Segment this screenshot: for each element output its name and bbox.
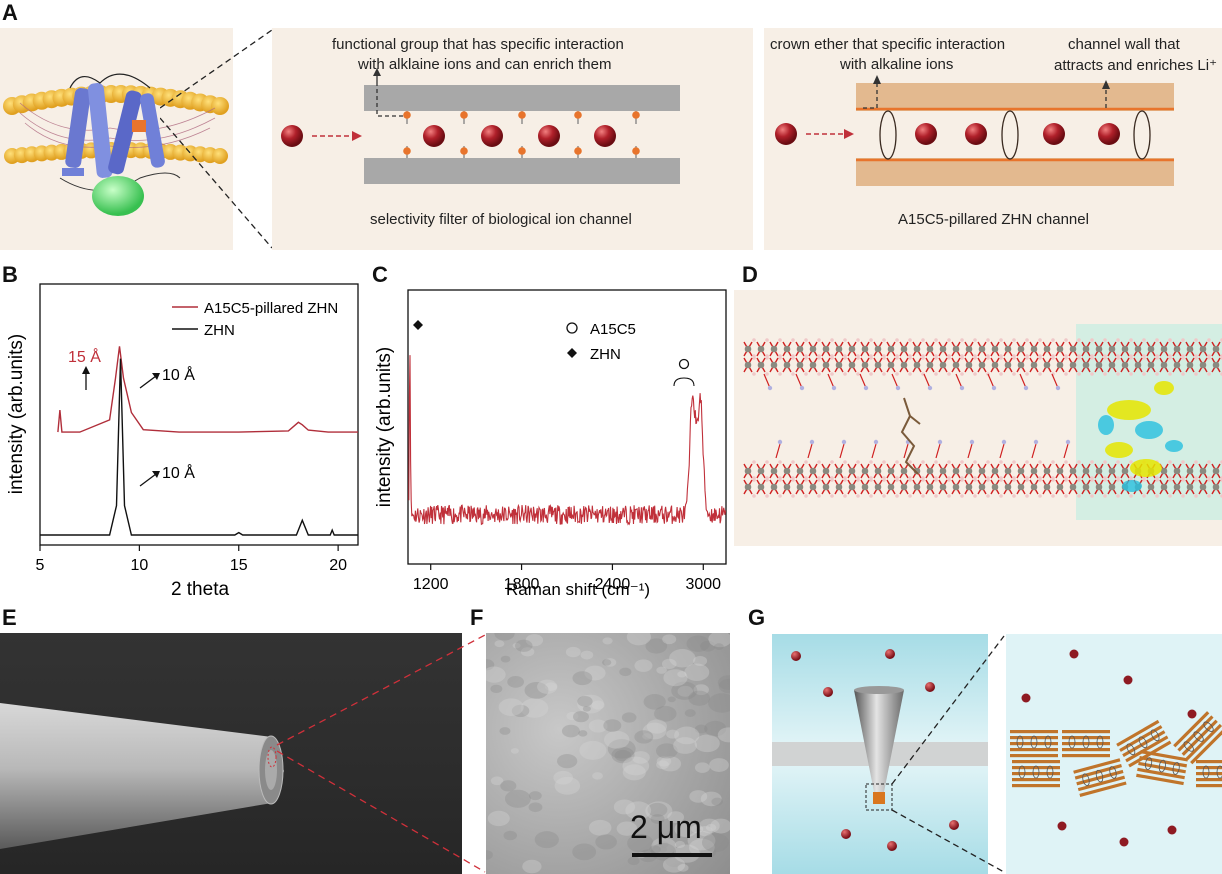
chart-b-peak-label-10a-top: 10 Å: [162, 365, 195, 384]
bio-channel-schematic: functional group that has specific inter…: [272, 28, 753, 250]
chart-b-legend-1: A15C5-pillared ZHN: [204, 300, 338, 317]
chart-c-legend-zhn: ZHN: [590, 346, 621, 363]
chart-c-ylabel: intensity (arb.units): [374, 347, 395, 508]
zhn-caption: A15C5-pillared ZHN channel: [898, 211, 1089, 228]
chart-c-marker-a15c5-peak: [680, 360, 689, 369]
stacked-layers-svg: [1006, 634, 1222, 874]
chart-c-legend-marker-a15c5: [567, 323, 577, 333]
chart-b-series-1: [58, 346, 358, 432]
chart-b-xtick-label: 10: [130, 557, 148, 574]
panel-label-f: F: [470, 605, 483, 631]
chart-b-ylabel: intensity (arb.units): [6, 334, 27, 495]
chart-c-xlabel: Raman shift (cm⁻¹): [506, 580, 650, 599]
panel-label-a: A: [2, 0, 18, 26]
panel-label-d: D: [742, 262, 758, 288]
chart-c-marker-zhn-peak: [413, 320, 423, 330]
chart-b-series-2: [40, 359, 358, 535]
bio-caption: selectivity filter of biological ion cha…: [370, 211, 632, 228]
chart-b-xtick-label: 5: [36, 557, 45, 574]
chart-b-arrowhead-10a-bottom: [152, 471, 160, 478]
dft-structure-panel: [734, 290, 1222, 546]
sem-image-surface: 2 μm: [486, 633, 730, 874]
chart-b-xlabel: 2 theta: [171, 579, 230, 600]
chart-b-xtick-label: 15: [230, 557, 248, 574]
chart-b-peak-label-15a: 15 Å: [68, 347, 101, 366]
chart-c-legend-a15c5: A15C5: [590, 321, 636, 338]
scale-bar: [632, 853, 712, 857]
panel-label-g: G: [748, 605, 765, 631]
chart-b-legend-2: ZHN: [204, 322, 235, 339]
chart-c-xtick-label: 3000: [685, 576, 721, 593]
dft-structure-svg: [734, 290, 1222, 546]
chart-b-arrow-10a-top: [140, 376, 156, 388]
panel-label-e: E: [2, 605, 17, 631]
stacked-layers-schematic: [1006, 634, 1222, 874]
chart-b-arrowhead-15a: [82, 366, 90, 374]
chart-c-xtick-label: 1200: [413, 576, 449, 593]
chart-b-xrd: 5 10 15 20 2 theta intensity (arb.units) A1…: [0, 262, 360, 602]
zoom-lines-a: [160, 28, 275, 250]
chart-b-arrow-10a-bottom: [140, 474, 156, 486]
chart-b-arrowhead-10a-top: [152, 373, 160, 380]
zhn-channel-schematic: crown ether that specific interaction wi…: [764, 28, 1222, 250]
scale-bar-label: 2 μm: [630, 809, 702, 846]
zoom-lines-ef: [275, 633, 490, 874]
chart-c-brace: [674, 378, 694, 386]
chart-b-frame: [40, 284, 358, 545]
chart-c-legend-marker-zhn: [567, 348, 577, 358]
chart-b-xtick-label: 20: [329, 557, 347, 574]
zoom-lines-g: [866, 634, 1008, 874]
chart-b-peak-label-10a-bottom: 10 Å: [162, 463, 195, 482]
chart-c-series-1: [409, 355, 726, 524]
